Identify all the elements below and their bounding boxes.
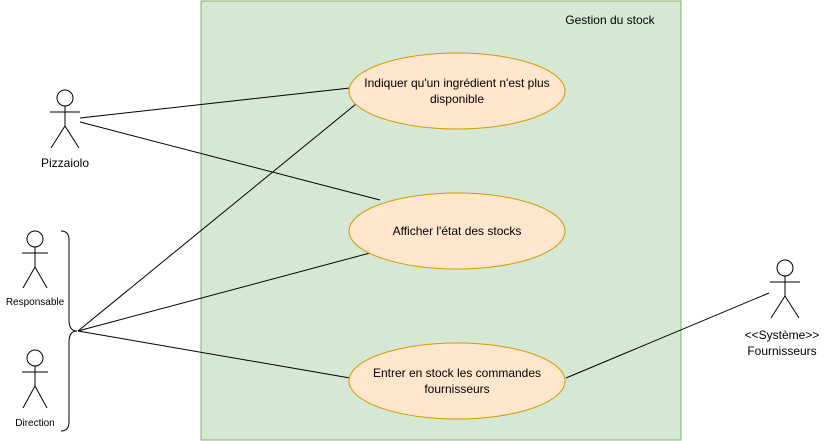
actor-responsable-label: Responsable: [5, 297, 65, 308]
use-case-afficher[interactable]: [348, 192, 566, 270]
system-title: Gestion du stock: [565, 13, 655, 27]
actor-direction-label: Direction: [15, 418, 55, 429]
association-group-entrer[interactable]: [77, 330, 351, 379]
actor-fournisseurs-label: Fournisseurs: [747, 344, 817, 358]
actor-direction-icon[interactable]: [22, 349, 48, 409]
association-pizzaiolo-indiquer[interactable]: [79, 87, 351, 119]
use-case-entrer-label: Entrer en stock les commandes fournisseu…: [372, 366, 542, 396]
use-case-entrer[interactable]: [348, 342, 566, 420]
association-fournisseurs-entrer[interactable]: [565, 292, 770, 379]
association-pizzaiolo-afficher[interactable]: [79, 121, 381, 201]
association-group-afficher[interactable]: [77, 252, 371, 332]
actor-fournisseurs-icon[interactable]: [770, 259, 800, 319]
actor-pizzaiolo-icon[interactable]: [50, 89, 80, 149]
associations: [77, 87, 770, 379]
actor-pizzaiolo-label: Pizzaiolo: [40, 156, 90, 170]
actor-responsable-icon[interactable]: [22, 230, 48, 289]
use-case-afficher-label: Afficher l'état des stocks: [392, 224, 522, 238]
actor-fournisseurs-stereotype: <<Système>>: [744, 328, 820, 342]
use-case-indiquer-label: Indiquer qu'un ingrédient n'est plus dis…: [364, 76, 550, 106]
actor-group-brace: [60, 230, 78, 432]
association-group-indiquer[interactable]: [77, 103, 357, 332]
use-case-indiquer[interactable]: [348, 52, 566, 130]
